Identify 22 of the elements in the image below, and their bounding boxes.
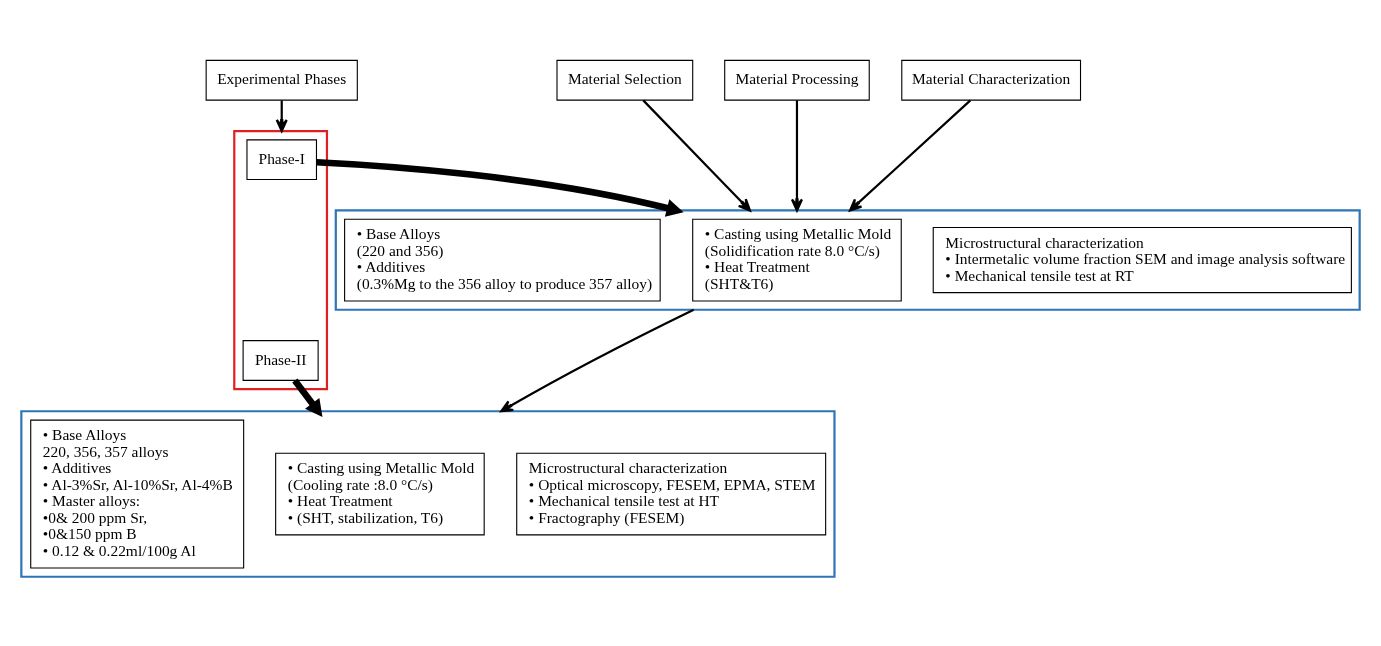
node-box: Material Processing <box>724 59 870 101</box>
node-box: • Base Alloys 220, 356, 357 alloys • Additives • Al-3%Sr, Al-10%Sr, Al-4%B • Master alloys: •0& 200 ppm Sr, •0&150 ppm B • 0.12 & 0.22ml/100g Al <box>30 419 245 569</box>
arrow <box>790 100 804 212</box>
arrow <box>642 99 752 212</box>
node-box: • Casting using Metallic Mold (Solidification rate 8.0 °C/s) • Heat Treatment (SHT&T6) <box>692 218 902 302</box>
cluster <box>233 129 329 391</box>
node-box: • Casting using Metallic Mold (Cooling rate :8.0 °C/s) • Heat Treatment • (SHT, stabilization, T6) <box>275 452 485 536</box>
node-box: Phase-II <box>242 340 319 381</box>
cluster <box>334 209 1361 311</box>
node-box: Material Characterization <box>901 59 1082 101</box>
arrow <box>275 100 288 133</box>
arrow <box>292 378 323 417</box>
arrow <box>500 308 695 413</box>
node-box: • Base Alloys (220 and 356) • Additives (0.3%Mg to the 356 alloy to produce 357 alloy) <box>344 218 661 302</box>
arrow <box>316 158 684 217</box>
arrow <box>848 99 972 212</box>
node-box: Microstructural characterization • Intermetalic volume fraction SEM and image analysis software • Mechanical tensile test at RT <box>932 227 1352 294</box>
cluster <box>20 410 836 578</box>
node-box: Experimental Phases <box>205 59 358 101</box>
node-box: Material Selection <box>556 59 694 101</box>
node-box: Phase-I <box>246 139 318 181</box>
node-box: Microstructural characterization • Optical microscopy, FESEM, EPMA, STEM • Mechanical tensile test at HT • Fractography (FESEM) <box>516 452 827 536</box>
